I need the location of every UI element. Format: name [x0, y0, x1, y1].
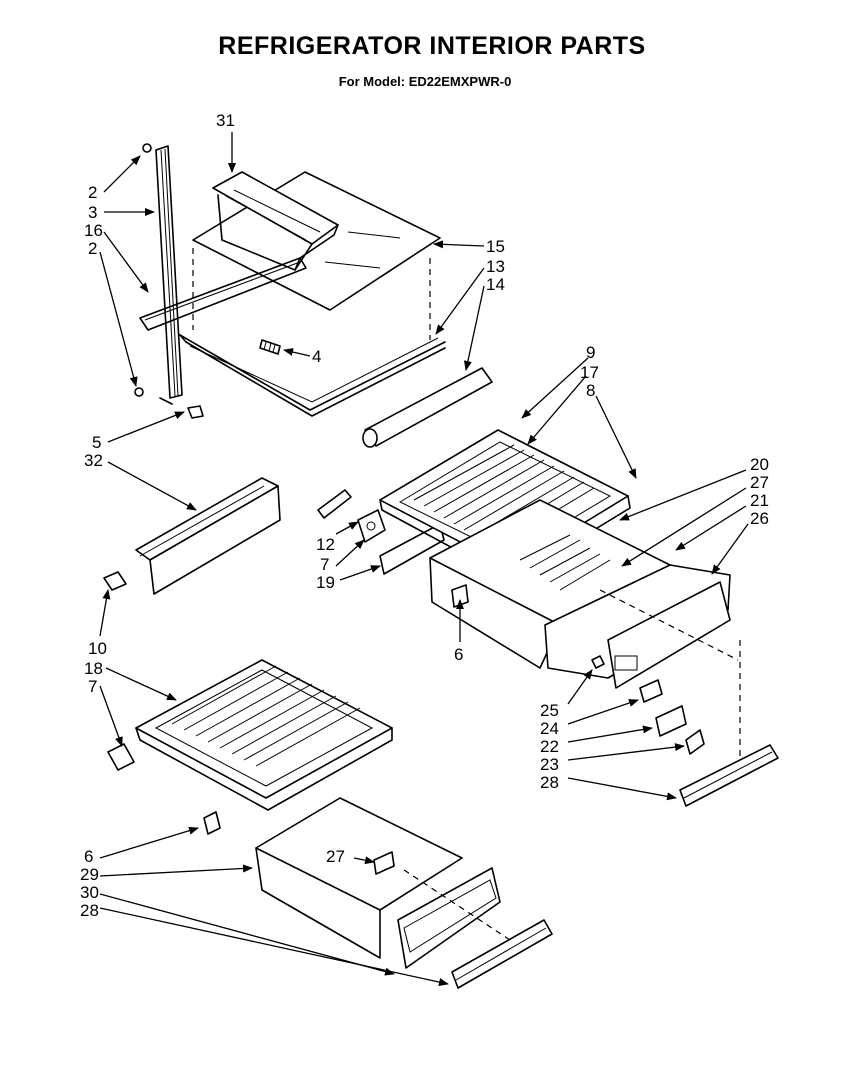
slide-rail	[379, 523, 445, 575]
callout-10: 10	[88, 639, 107, 658]
callout-17: 17	[580, 363, 599, 382]
callout-20: 20	[750, 455, 769, 474]
page-title: REFRIGERATOR INTERIOR PARTS	[218, 32, 646, 60]
door-bin	[212, 171, 339, 271]
callout-24: 24	[540, 719, 559, 738]
model-subtitle: For Model: ED22EMXPWR-0	[338, 74, 512, 89]
callout-15: 15	[486, 237, 505, 256]
leader-lines	[99, 132, 749, 986]
callout-13: 13	[486, 257, 505, 276]
callout-8: 8	[586, 381, 596, 400]
callout-28b: 28	[80, 901, 99, 920]
callout-6a: 6	[454, 645, 464, 664]
callout-5: 5	[92, 433, 102, 452]
callout-30: 30	[80, 883, 99, 902]
callout-16: 16	[84, 221, 103, 240]
callout-22: 22	[540, 737, 559, 756]
callout-26: 26	[750, 509, 769, 528]
drawer-rail	[679, 744, 779, 807]
callout-27b: 27	[326, 847, 345, 866]
callout-28a: 28	[540, 773, 559, 792]
callout-14: 14	[486, 275, 505, 294]
cover-bracket	[103, 571, 127, 591]
upper-shelf-assembly	[139, 171, 446, 417]
callout-7a: 7	[320, 555, 330, 574]
callout-23: 23	[540, 755, 559, 774]
shelf-clip	[187, 405, 204, 419]
callout-2b: 2	[88, 239, 98, 258]
callout-4: 4	[312, 347, 322, 366]
callout-25: 25	[540, 701, 559, 720]
lower-shelf	[107, 659, 393, 835]
callout-21: 21	[750, 491, 769, 510]
callout-31: 31	[216, 111, 235, 130]
lower-drawer	[255, 797, 553, 989]
screw	[259, 339, 281, 355]
shelf-stud	[317, 489, 386, 543]
callout-32: 32	[84, 451, 103, 470]
shelf-cover	[135, 477, 281, 595]
callout-2a: 2	[88, 183, 98, 202]
callout-3: 3	[88, 203, 98, 222]
vertical-shelf-rail	[134, 143, 183, 405]
callout-9: 9	[586, 343, 596, 362]
callout-18: 18	[84, 659, 103, 678]
callout-12: 12	[316, 535, 335, 554]
glide-tube	[362, 367, 493, 448]
callout-7b: 7	[88, 677, 98, 696]
callout-19: 19	[316, 573, 335, 592]
crisper-drawer	[429, 499, 741, 760]
callout-6b: 6	[84, 847, 94, 866]
callout-29: 29	[80, 865, 99, 884]
callout-27a: 27	[750, 473, 769, 492]
